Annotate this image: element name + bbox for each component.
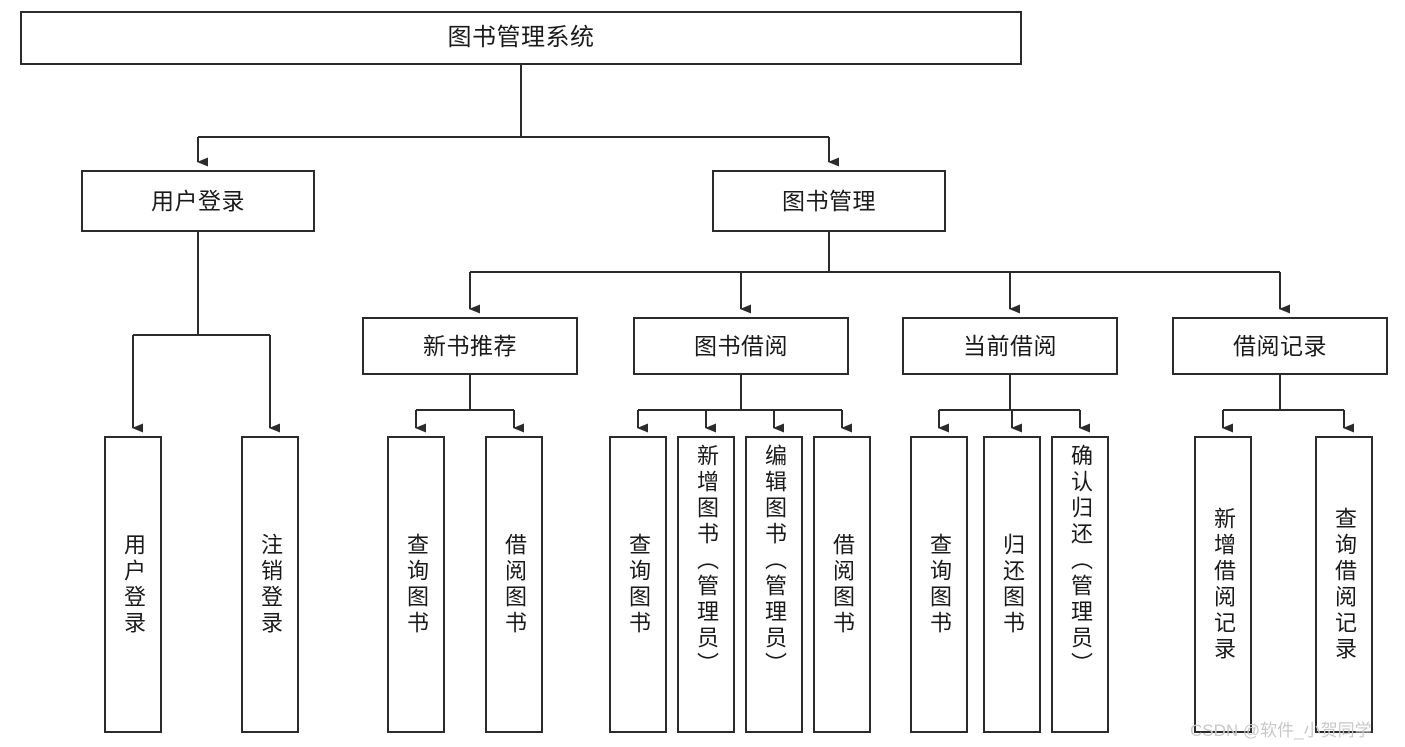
node-records-query-label: 查询借阅记录 [1332,506,1357,663]
node-borrow-edit-book-label: 编辑图书（管理员） [762,444,787,678]
node-user-login-label: 用户登录 [151,187,245,214]
node-root[interactable]: 图书管理系统 [20,11,1022,65]
node-borrow-records[interactable]: 借阅记录 [1172,317,1388,375]
node-current-return-book-label: 归还图书 [1000,532,1025,637]
node-borrow-borrow-book[interactable]: 借阅图书 [813,436,871,733]
node-borrow-query-book[interactable]: 查询图书 [609,436,667,733]
node-new-book-recommend[interactable]: 新书推荐 [362,317,578,375]
node-current-confirm-return[interactable]: 确认归还（管理员） [1051,436,1109,733]
node-current-borrow-label: 当前借阅 [963,332,1057,359]
csdn-watermark: CSDN @软件_小贺同学 [1190,721,1372,740]
node-user-login-login-label: 用户登录 [121,532,146,637]
node-new-book-recommend-label: 新书推荐 [423,332,517,359]
node-borrow-edit-book[interactable]: 编辑图书（管理员） [745,436,803,733]
node-borrow-add-book-label: 新增图书（管理员） [694,444,719,678]
node-borrow-records-label: 借阅记录 [1233,332,1327,359]
node-current-return-book[interactable]: 归还图书 [983,436,1041,733]
node-borrow-query-book-label: 查询图书 [626,532,651,637]
node-book-management[interactable]: 图书管理 [712,170,946,232]
node-user-login[interactable]: 用户登录 [81,170,315,232]
node-current-query-book-label: 查询图书 [927,532,952,637]
node-recommend-query-book-label: 查询图书 [404,532,429,637]
node-recommend-query-book[interactable]: 查询图书 [387,436,445,733]
node-current-query-book[interactable]: 查询图书 [910,436,968,733]
node-records-add-label: 新增借阅记录 [1211,506,1236,663]
node-user-login-logout[interactable]: 注销登录 [241,436,299,733]
node-book-borrow-label: 图书借阅 [694,332,788,359]
node-records-query[interactable]: 查询借阅记录 [1315,436,1373,733]
node-user-login-login[interactable]: 用户登录 [104,436,162,733]
node-book-borrow[interactable]: 图书借阅 [633,317,849,375]
node-borrow-borrow-book-label: 借阅图书 [830,532,855,637]
node-recommend-borrow-book-label: 借阅图书 [502,532,527,637]
node-borrow-add-book[interactable]: 新增图书（管理员） [677,436,735,733]
node-recommend-borrow-book[interactable]: 借阅图书 [485,436,543,733]
node-records-add[interactable]: 新增借阅记录 [1194,436,1252,733]
node-root-label: 图书管理系统 [447,24,595,51]
node-user-login-logout-label: 注销登录 [258,532,283,637]
node-current-confirm-return-label: 确认归还（管理员） [1068,444,1093,678]
node-current-borrow[interactable]: 当前借阅 [902,317,1118,375]
node-book-management-label: 图书管理 [782,187,876,214]
